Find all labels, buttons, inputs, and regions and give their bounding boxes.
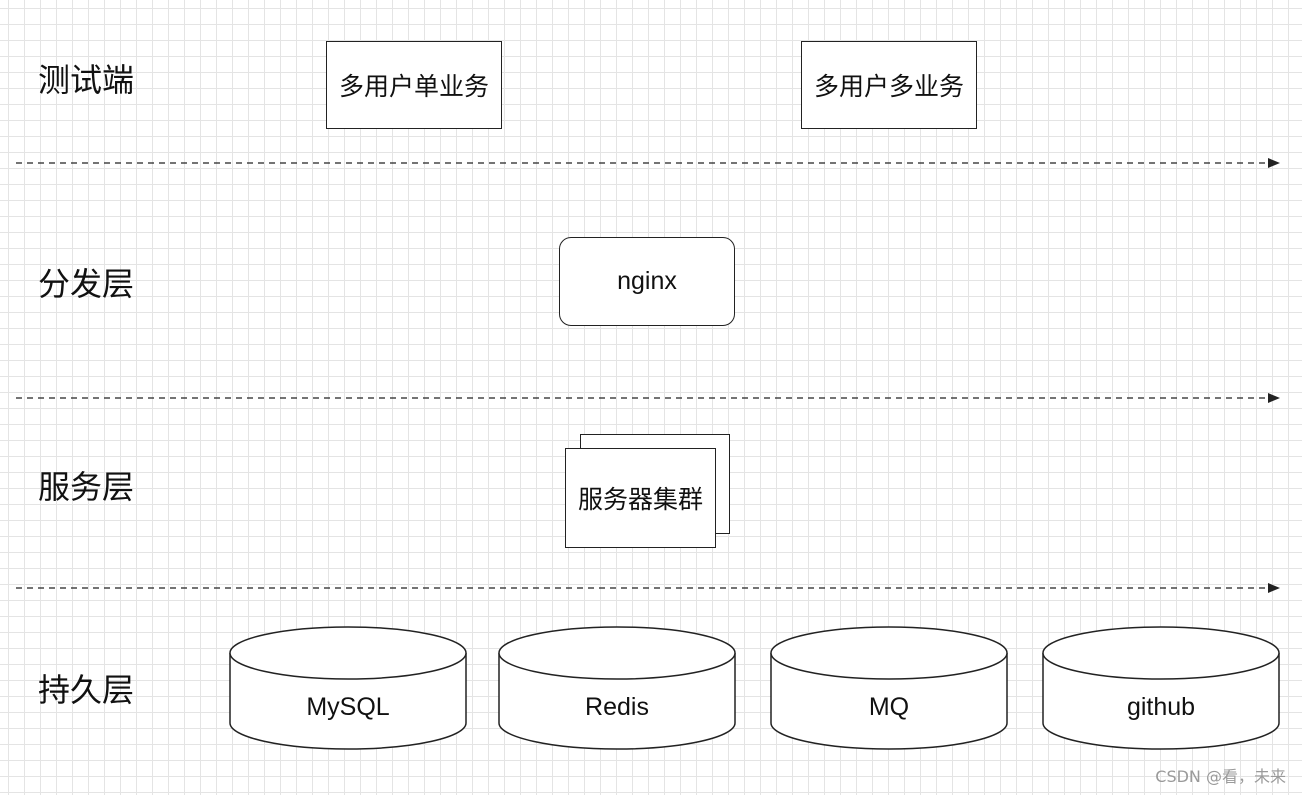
storage-cylinder-github[interactable]: github xyxy=(1042,626,1280,750)
storage-cylinder-redis[interactable]: Redis xyxy=(498,626,736,750)
test-client-multi-business[interactable]: 多用户多业务 xyxy=(801,41,977,129)
server-cluster-node[interactable]: 服务器集群 xyxy=(565,448,716,548)
storage-label-mysql: MySQL xyxy=(306,693,389,721)
nginx-node[interactable]: nginx xyxy=(559,237,735,326)
storage-label-github: github xyxy=(1127,693,1195,721)
watermark: CSDN @看，未来 xyxy=(1155,767,1286,786)
layer-label-test: 测试端 xyxy=(38,61,135,99)
storage-cylinder-mq[interactable]: MQ xyxy=(770,626,1008,750)
layer-label-dispatch: 分发层 xyxy=(38,265,135,303)
layer-label-service: 服务层 xyxy=(38,468,135,506)
test-client-single-business[interactable]: 多用户单业务 xyxy=(326,41,502,129)
storage-label-mq: MQ xyxy=(869,693,909,721)
layer-label-persistence: 持久层 xyxy=(38,671,135,709)
storage-cylinder-mysql[interactable]: MySQL xyxy=(229,626,467,750)
storage-label-redis: Redis xyxy=(585,693,649,721)
